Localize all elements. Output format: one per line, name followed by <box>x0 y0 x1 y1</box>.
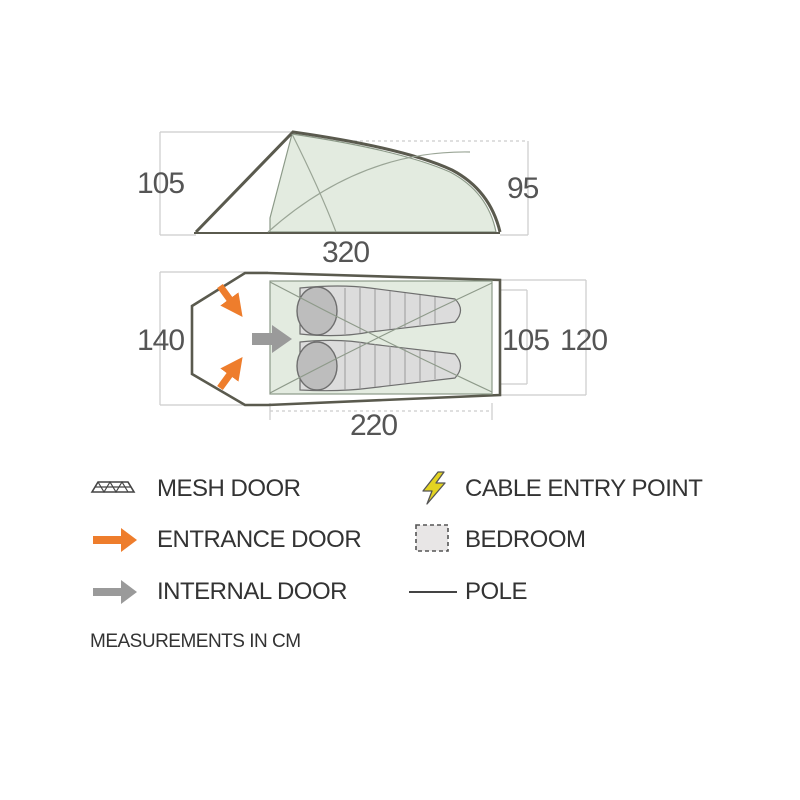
plan-view: 140 105 120 220 <box>137 271 608 442</box>
mesh-door-icon <box>90 480 136 494</box>
legend-cable-entry-label: CABLE ENTRY POINT <box>465 475 703 502</box>
legend-entrance-door-label: ENTRANCE DOOR <box>157 526 362 553</box>
dim-inner-length: 220 <box>350 409 397 442</box>
side-view: 105 95 320 <box>137 130 540 269</box>
legend-internal-door-label: INTERNAL DOOR <box>157 578 347 605</box>
dim-inner-front-width: 105 <box>502 324 549 357</box>
dim-total-length: 320 <box>322 236 369 269</box>
internal-door-arrow <box>252 325 292 353</box>
dim-porch-width: 140 <box>137 324 184 357</box>
entrance-arrow-bottom <box>217 356 243 391</box>
legend-pole-label: POLE <box>465 578 528 605</box>
bedroom-icon <box>415 524 449 552</box>
dim-inner-rear-width: 120 <box>560 324 607 357</box>
plan-poles <box>269 281 493 394</box>
legend-bedroom-label: BEDROOM <box>465 526 586 553</box>
sleeping-bag-top <box>296 285 462 337</box>
sleeping-bag-bottom <box>296 339 462 392</box>
side-poles <box>267 133 471 233</box>
legend-mesh-door-label: MESH DOOR <box>157 475 301 502</box>
entrance-door-icon <box>93 528 137 552</box>
measurement-note: MEASUREMENTS IN CM <box>90 631 301 652</box>
pole-line-icon <box>409 591 457 593</box>
dim-rear-height: 95 <box>507 172 539 205</box>
plan-flysheet-outline <box>190 271 502 407</box>
internal-door-icon <box>93 580 137 604</box>
side-flysheet-outline <box>194 130 502 234</box>
entrance-arrow-top <box>217 283 243 318</box>
dim-front-height: 105 <box>137 167 184 200</box>
lightning-bolt-icon <box>422 471 446 505</box>
